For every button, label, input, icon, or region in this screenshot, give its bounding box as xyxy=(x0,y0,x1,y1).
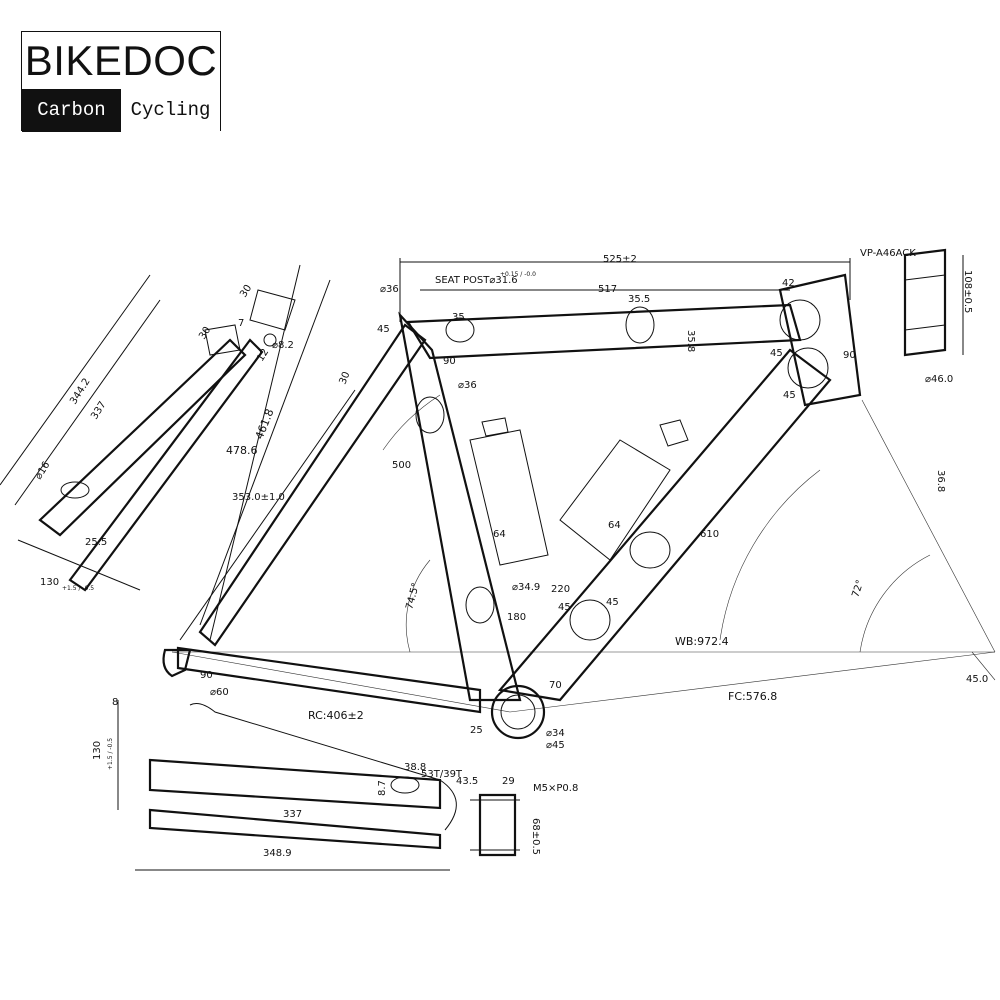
dim-bb-25: 25 xyxy=(470,725,483,736)
dim-cs-29: 29 xyxy=(502,776,515,787)
dim-dt-45a: 45 xyxy=(558,602,571,613)
dim-top-length: 525±2 xyxy=(603,254,637,265)
dim-dt-70: 70 xyxy=(549,680,562,691)
dim-st-36: ⌀36 xyxy=(458,380,477,391)
dim-st-4786: 478.6 xyxy=(226,444,258,457)
dim-a45-top: 45 xyxy=(377,324,390,335)
dim-cs-87: 8.7 xyxy=(377,780,388,796)
dim-ss-12: 12 xyxy=(255,347,271,364)
dim-seat-post: SEAT POST⌀31.6 xyxy=(435,275,518,286)
dim-ht-top: 42 xyxy=(782,278,795,289)
dim-seat-post-tol: +0.15 / -0.0 xyxy=(500,271,536,278)
dim-ht-90: 90 xyxy=(843,350,856,361)
dim-cs-chain: 53T/39T xyxy=(421,769,463,780)
dim-cs-60: ⌀60 xyxy=(210,687,229,698)
dim-ht-46: ⌀46.0 xyxy=(925,374,953,385)
dim-dt-220: 220 xyxy=(551,584,570,595)
logo-cycling-text: Cycling xyxy=(121,89,220,132)
dim-cs-8: 8 xyxy=(112,697,118,708)
dim-st-4618: 461.8 xyxy=(253,407,277,441)
dim-cs-m5: M5×P0.8 xyxy=(533,783,578,794)
dim-dt-180: 180 xyxy=(507,612,526,623)
dim-dt-610: 610 xyxy=(700,529,719,540)
dim-ss-82: ⌀8.2 xyxy=(272,340,294,351)
bikedoc-logo: BIKEDOC Carbon Cycling xyxy=(21,31,221,132)
dim-rc: RC:406±2 xyxy=(308,709,364,722)
dim-cs-130-tol: +1.5 / -0.5 xyxy=(107,738,114,770)
dimension-labels: 525±2 VP-A46ACK SEAT POST⌀31.6 +0.15 / -… xyxy=(33,248,988,859)
dim-cs-130: 130 xyxy=(92,741,103,760)
dim-dt-64b: 64 xyxy=(608,520,621,531)
dim-ss-130: 130 xyxy=(40,577,59,588)
dim-ht-45b: 45 xyxy=(783,390,796,401)
dim-cs-90: 90 xyxy=(200,670,213,681)
dim-ss-16: ⌀16 xyxy=(33,460,52,482)
down-tube xyxy=(497,348,832,702)
chain-stay-detail xyxy=(117,700,520,871)
dim-dt-349: ⌀34.9 xyxy=(512,582,540,593)
head-tube xyxy=(778,273,862,407)
dim-st-30: 30 xyxy=(338,370,353,386)
dim-ss-130-tol: +1.5 / -0.5 xyxy=(62,585,94,592)
dim-ang-745: 74.5° xyxy=(404,582,422,611)
rear-dropout xyxy=(162,648,192,678)
dim-tt355: 35.5 xyxy=(628,294,650,305)
dim-ss-337: 337 xyxy=(89,400,108,422)
dim-ss-30a: 30 xyxy=(238,283,254,300)
dim-ht-1085: 108±0.5 xyxy=(962,270,973,313)
logo-brand-text: BIKEDOC xyxy=(24,37,218,84)
dim-dt-368: 36.8 xyxy=(935,470,946,492)
dim-st-3530: 353.0±1.0 xyxy=(232,492,285,503)
dimension-lines xyxy=(199,255,964,641)
seat-stay-detail xyxy=(0,274,296,592)
headset-part xyxy=(903,248,947,357)
dim-dt-45b: 45 xyxy=(606,597,619,608)
dim-ang-72: 72° xyxy=(850,579,866,599)
bottle-down-tube xyxy=(559,439,671,561)
dim-dt-64a: 64 xyxy=(493,529,506,540)
dim-r45: 45.0 xyxy=(966,674,988,685)
dim-cs-337: 337 xyxy=(283,809,302,820)
dim-ss-30b: 30 xyxy=(197,325,213,342)
main-frame xyxy=(162,248,947,740)
dim-tt358: 35.8 xyxy=(685,330,696,352)
dim-ht-45: 45 xyxy=(770,348,783,359)
dim-st-500: 500 xyxy=(392,460,411,471)
top-tube xyxy=(406,303,802,360)
dim-tt35: 35 xyxy=(452,312,465,323)
seat-tube xyxy=(398,311,522,702)
dim-tt-517: 517 xyxy=(598,284,617,295)
dim-bb-45: ⌀45 xyxy=(546,740,565,751)
dim-fc: FC:576.8 xyxy=(728,690,777,703)
chain-stay xyxy=(176,646,482,714)
dim-cs-3489: 348.9 xyxy=(263,848,292,859)
dim-ss-7: 7 xyxy=(238,318,244,329)
dim-ss-3442: 344.2 xyxy=(68,376,93,406)
logo-carbon-text: Carbon xyxy=(22,89,121,132)
dim-bb-34: ⌀34 xyxy=(546,728,565,739)
dim-part-no: VP-A46ACK xyxy=(860,248,916,259)
dim-st-90: 90 xyxy=(443,356,456,367)
dim-ss-255: 25.5 xyxy=(85,537,107,548)
seat-stays xyxy=(198,323,427,647)
bottom-bracket xyxy=(490,684,546,740)
dim-cs-685: 68±0.5 xyxy=(530,818,541,855)
dim-wb: WB:972.4 xyxy=(675,635,729,648)
dim-cs-388: 38.8 xyxy=(404,762,426,773)
dim-cs-435: 43.5 xyxy=(456,776,478,787)
dim-d36-top: ⌀36 xyxy=(380,284,399,295)
